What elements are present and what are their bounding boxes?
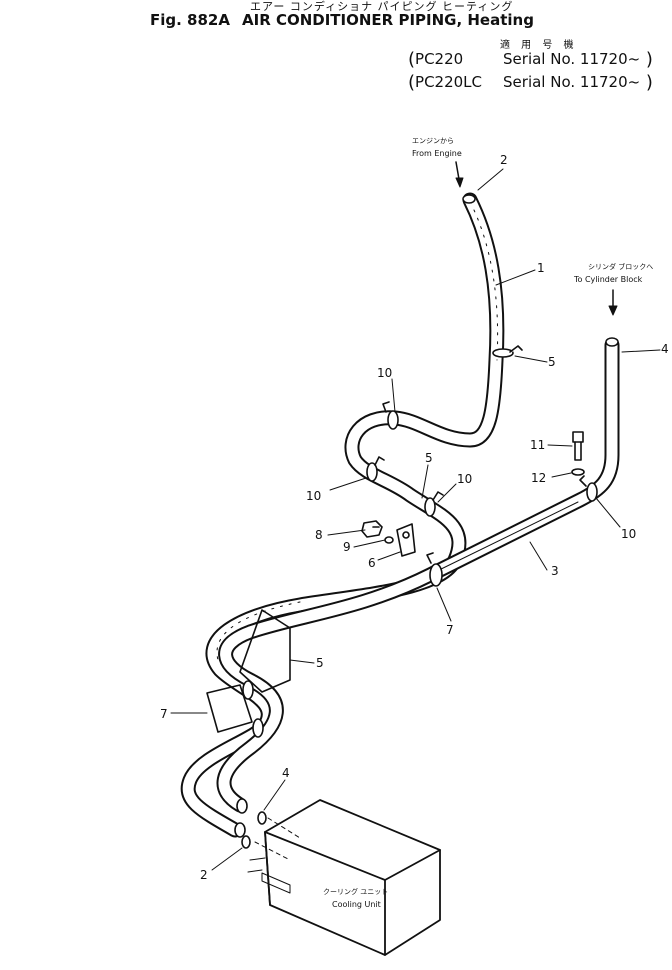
bracket-6-assembly <box>361 520 416 557</box>
serial-range: Serial No. 11720~ <box>503 50 641 68</box>
callout-number: 5 <box>316 656 324 670</box>
callout-number: 7 <box>446 623 454 637</box>
cooling-unit-jp: クーリング ユニット <box>323 887 388 896</box>
callout-number: 10 <box>306 489 321 503</box>
serial-range: Serial No. 11720~ <box>503 73 641 91</box>
model-name: PC220 <box>415 50 464 68</box>
clamp-tab <box>579 475 587 487</box>
from-engine-jp: エンジンから <box>412 137 454 145</box>
figure-heading: Fig. 882A AIR CONDITIONER PIPING, Heating <box>150 11 534 29</box>
leader-lines <box>170 168 661 871</box>
callout-number: 10 <box>621 527 636 541</box>
applicable-models-jp: 適 用 号 機 <box>500 40 578 51</box>
callout-number: 3 <box>551 564 559 578</box>
hose-1-engine-to-unit <box>180 192 505 838</box>
unit-fittings <box>234 798 267 849</box>
callout-number: 8 <box>315 528 323 542</box>
figure-number: Fig. 882A <box>150 11 230 29</box>
callout-number: 6 <box>368 556 376 570</box>
hose-2-unit-to-cylinder-block <box>216 337 620 813</box>
clamp <box>429 563 443 587</box>
bolt-11-washer-12 <box>571 431 585 476</box>
clamp-tab <box>432 491 444 501</box>
clamp <box>387 410 399 430</box>
callout-number: 12 <box>531 471 546 485</box>
callout-number: 5 <box>548 355 556 369</box>
callout-number: 4 <box>661 342 669 356</box>
cooling-unit-body <box>247 799 441 956</box>
callout-number: 2 <box>200 868 208 882</box>
bracket-plate <box>239 609 291 693</box>
to-cylinder-label: To Cylinder Block <box>573 275 643 284</box>
japanese-title: エアー コンディショナ パイピング ヒーティング <box>250 0 514 13</box>
hose-end-cap <box>605 337 619 347</box>
clamp <box>242 680 254 700</box>
clamp-tab <box>374 456 385 466</box>
model-name: PC220LC <box>415 73 483 91</box>
clamp <box>586 482 598 502</box>
to-cylinder-jp: シリンダ ブロックへ <box>588 262 653 271</box>
callout-number: 7 <box>160 707 168 721</box>
bracket-plate <box>206 684 253 733</box>
callout-number: 5 <box>425 451 433 465</box>
flow-arrow-head <box>608 305 618 316</box>
callout-number: 1 <box>537 261 545 275</box>
clamp-tab <box>426 552 434 564</box>
callout-number: 2 <box>500 153 508 167</box>
cooling-unit-label: Cooling Unit <box>332 900 381 909</box>
hose-end-cap <box>462 194 476 204</box>
callout-number: 10 <box>457 472 472 486</box>
from-engine-label: From Engine <box>412 149 462 158</box>
callout-number: 4 <box>282 766 290 780</box>
clamp <box>366 462 378 482</box>
clamp <box>424 497 436 517</box>
clamp-tab <box>509 345 523 353</box>
clamp <box>252 718 264 738</box>
flow-arrow-head <box>455 177 464 188</box>
clamp <box>492 348 514 358</box>
callout-number: 10 <box>377 366 392 380</box>
clamp-tab <box>382 401 390 413</box>
figure-title: AIR CONDITIONER PIPING, Heating <box>242 11 534 29</box>
callout-number: 9 <box>343 540 351 554</box>
callout-number: 11 <box>530 438 545 452</box>
